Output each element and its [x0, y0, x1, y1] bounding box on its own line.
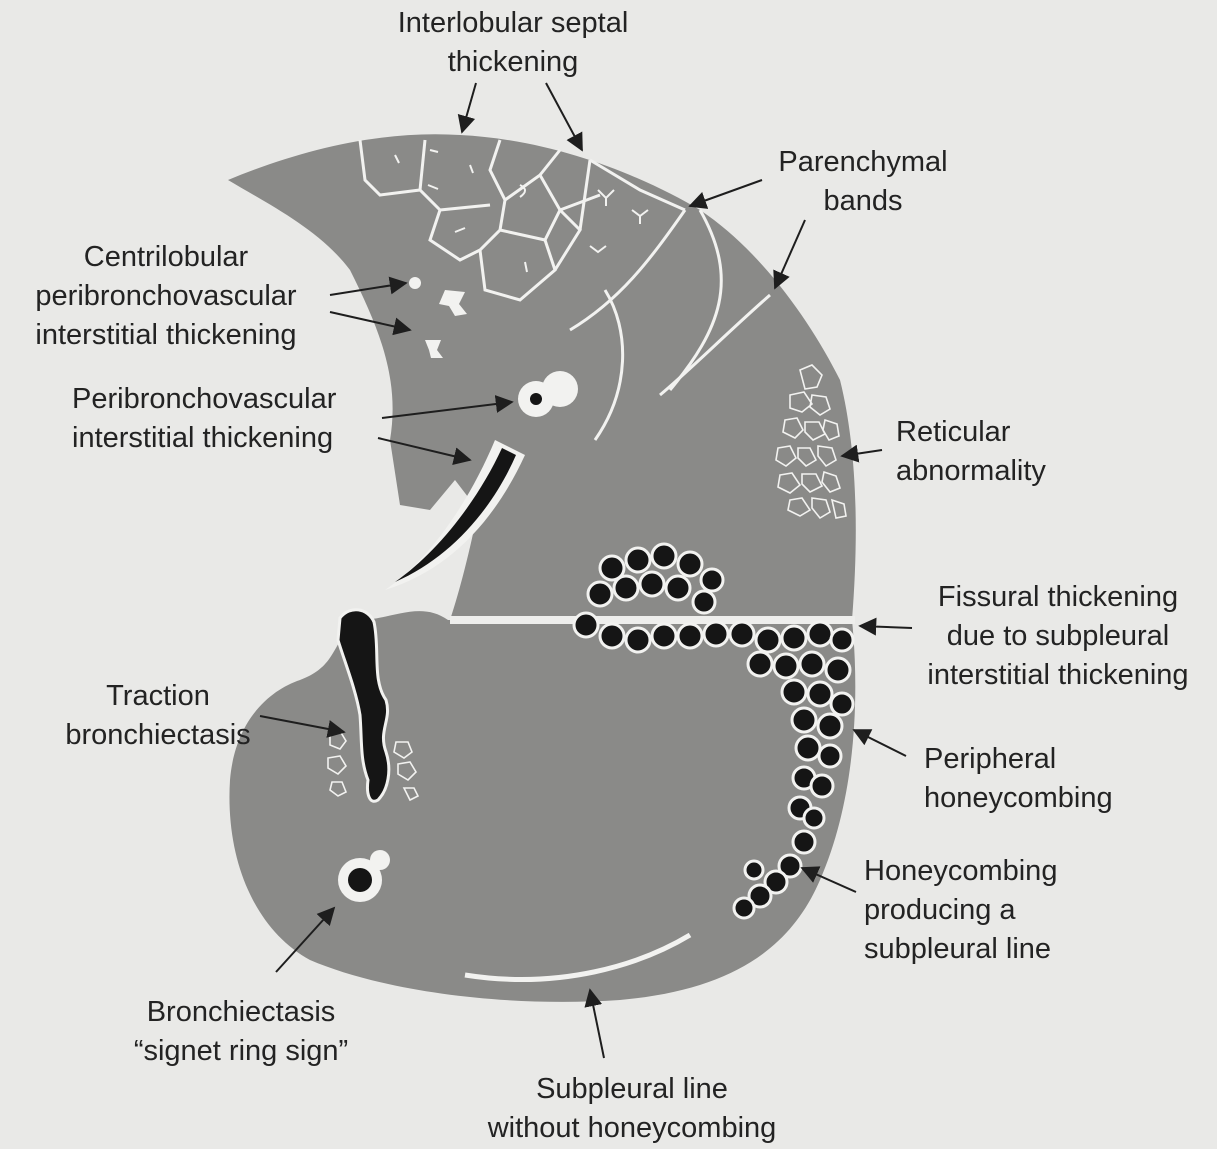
- label-parenchymal: Parenchymal bands: [750, 143, 976, 221]
- label-line: Peripheral: [924, 740, 1113, 779]
- label-line: bands: [750, 182, 976, 221]
- label-line: interstitial thickening: [72, 419, 336, 458]
- label-line: Fissural thickening: [903, 578, 1213, 617]
- label-line: Subpleural line: [452, 1070, 812, 1109]
- label-line: thickening: [340, 43, 686, 82]
- label-interlobular: Interlobular septal thickening: [340, 4, 686, 82]
- label-honeycombing-line: Honeycombing producing a subpleural line: [864, 852, 1057, 969]
- label-line: Centrilobular: [0, 238, 332, 277]
- label-line: honeycombing: [924, 779, 1113, 818]
- label-line: Reticular: [896, 413, 1046, 452]
- label-fissural: Fissural thickening due to subpleural in…: [903, 578, 1213, 695]
- label-traction: Traction bronchiectasis: [40, 677, 276, 755]
- label-line: Peribronchovascular: [72, 380, 336, 419]
- arrow-peripheral: [854, 730, 906, 756]
- label-line: due to subpleural: [903, 617, 1213, 656]
- label-line: Bronchiectasis: [98, 993, 384, 1032]
- label-line: Honeycombing: [864, 852, 1057, 891]
- label-bronchiectasis: Bronchiectasis “signet ring sign”: [98, 993, 384, 1071]
- label-line: interstitial thickening: [0, 316, 332, 355]
- arrow-interlobular-a: [462, 83, 476, 132]
- label-line: without honeycombing: [452, 1109, 812, 1148]
- label-peripheral-honeycombing: Peripheral honeycombing: [924, 740, 1113, 818]
- label-line: abnormality: [896, 452, 1046, 491]
- arrow-parenchymal-b: [775, 220, 805, 288]
- label-line: subpleural line: [864, 930, 1057, 969]
- label-line: bronchiectasis: [40, 716, 276, 755]
- label-subpleural-line: Subpleural line without honeycombing: [452, 1070, 812, 1148]
- label-line: Parenchymal: [750, 143, 976, 182]
- label-line: interstitial thickening: [903, 656, 1213, 695]
- label-peribronchovascular: Peribronchovascular interstitial thicken…: [72, 380, 336, 458]
- label-line: “signet ring sign”: [98, 1032, 384, 1071]
- label-reticular: Reticular abnormality: [896, 413, 1046, 491]
- label-line: producing a: [864, 891, 1057, 930]
- label-centrilobular: Centrilobular peribronchovascular inters…: [0, 238, 332, 355]
- label-line: Traction: [40, 677, 276, 716]
- label-line: peribronchovascular: [0, 277, 332, 316]
- label-line: Interlobular septal: [340, 4, 686, 43]
- arrow-interlobular-b: [546, 83, 582, 150]
